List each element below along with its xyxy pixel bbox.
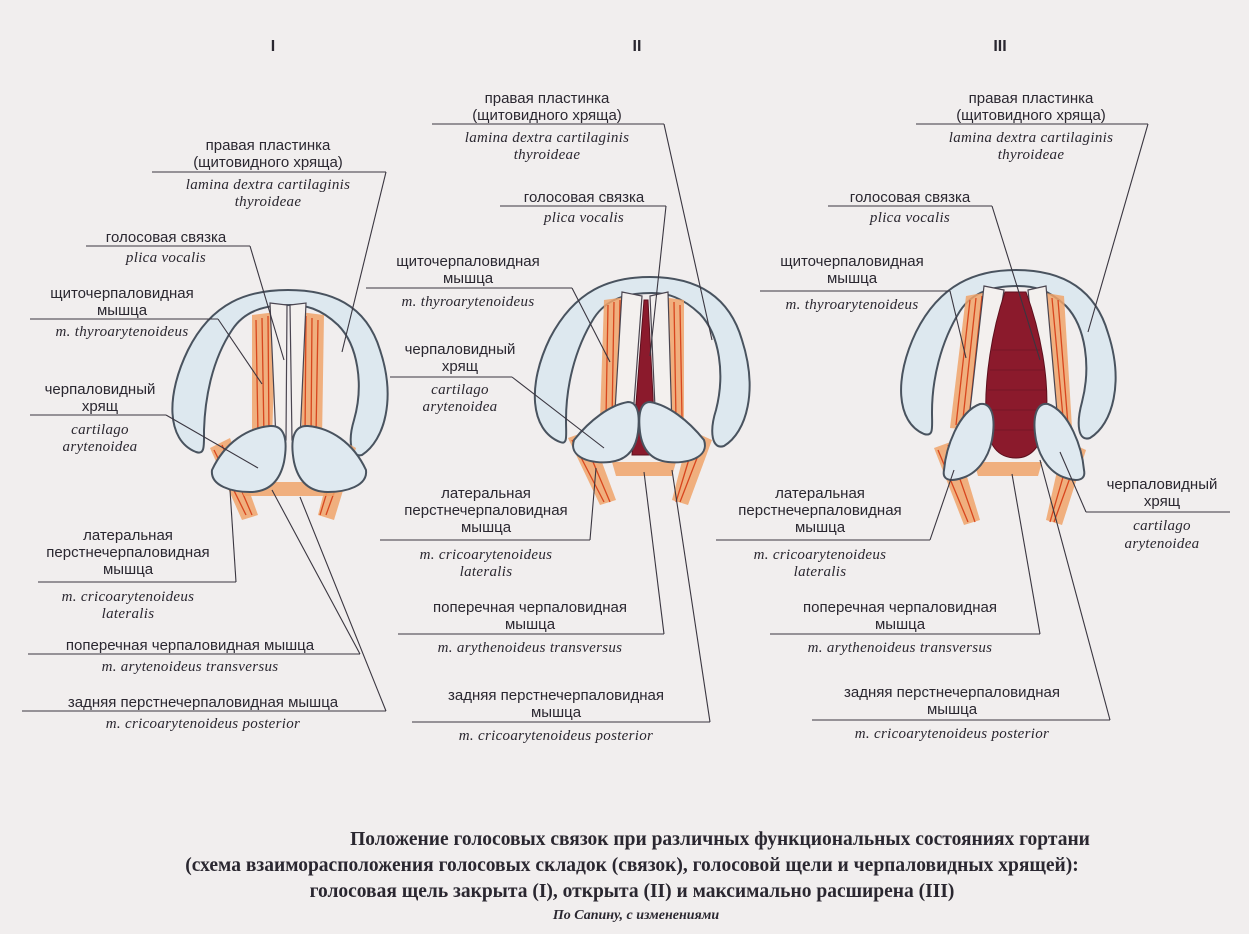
label-lamina-la: thyroideae bbox=[514, 147, 581, 163]
label-aryt-la: arytenoidea bbox=[1125, 536, 1200, 552]
labels-panel-i: правая пластинка (щитовидного хряща) lam… bbox=[22, 137, 387, 732]
label-lateral-la: lateralis bbox=[460, 564, 513, 580]
label-lamina-ru: правая пластинка bbox=[969, 90, 1094, 107]
label-aryt-la: arytenoidea bbox=[63, 439, 138, 455]
label-transverse-ru: поперечная черпаловидная bbox=[433, 599, 627, 616]
label-lateral-ru: латеральная bbox=[775, 485, 865, 502]
label-aryt-ru: черпаловидный bbox=[1107, 476, 1218, 493]
label-aryt-ru: черпаловидный bbox=[45, 381, 156, 398]
label-lateral-la: m. cricoarytenoideus bbox=[62, 589, 195, 605]
caption-line-2: (схема взаиморасположения голосовых скла… bbox=[185, 855, 1078, 876]
larynx-illustration-iii bbox=[900, 268, 1117, 525]
label-vocal-ru: голосовая связка bbox=[106, 229, 227, 246]
label-thyro-la: m. thyroarytenoideus bbox=[56, 324, 189, 340]
label-lamina-la: lamina dextra cartilaginis bbox=[186, 177, 350, 193]
label-lamina-ru: правая пластинка bbox=[206, 137, 331, 154]
label-aryt-la: cartilago bbox=[71, 422, 129, 438]
label-aryt-la: cartilago bbox=[1133, 518, 1191, 534]
label-lateral-ru: перстнечерпаловидная bbox=[738, 502, 901, 519]
labels-panel-iii: правая пластинка (щитовидного хряща) lam… bbox=[716, 90, 1230, 742]
label-lateral-ru: латеральная bbox=[83, 527, 173, 544]
label-posterior-ru: задняя перстнечерпаловидная мышца bbox=[68, 694, 339, 711]
label-transverse-la: m. arytenoideus transversus bbox=[102, 659, 279, 675]
label-vocal-ru: голосовая связка bbox=[524, 189, 645, 206]
label-aryt-la: cartilago bbox=[431, 382, 489, 398]
label-transverse-ru: поперечная черпаловидная мышца bbox=[66, 637, 315, 654]
label-transverse-ru: поперечная черпаловидная bbox=[803, 599, 997, 616]
label-aryt-ru: хрящ bbox=[442, 358, 478, 375]
label-thyro-ru: щиточерпаловидная bbox=[780, 253, 924, 270]
label-lamina-ru: правая пластинка bbox=[485, 90, 610, 107]
label-posterior-ru: задняя перстнечерпаловидная bbox=[844, 684, 1060, 701]
label-lamina-ru: (щитовидного хряща) bbox=[956, 107, 1106, 124]
caption-credit: По Сапину, с изменениями bbox=[552, 908, 719, 923]
label-vocal-la: plica vocalis bbox=[869, 210, 950, 226]
label-posterior-ru: мышца bbox=[927, 701, 978, 718]
label-aryt-ru: хрящ bbox=[82, 398, 118, 415]
label-thyro-ru: мышца bbox=[97, 302, 148, 319]
larynx-illustration-i bbox=[171, 288, 389, 520]
label-lamina-la: thyroideae bbox=[998, 147, 1065, 163]
label-lamina-la: thyroideae bbox=[235, 194, 302, 210]
label-thyro-ru: щиточерпаловидная bbox=[396, 253, 540, 270]
label-lamina-la: lamina dextra cartilaginis bbox=[949, 130, 1113, 146]
label-vocal-la: plica vocalis bbox=[125, 250, 206, 266]
label-aryt-ru: черпаловидный bbox=[405, 341, 516, 358]
label-lateral-la: m. cricoarytenoideus bbox=[420, 547, 553, 563]
label-posterior-ru: мышца bbox=[531, 704, 582, 721]
label-lateral-la: lateralis bbox=[794, 564, 847, 580]
label-posterior-la: m. cricoarytenoideus posterior bbox=[459, 728, 653, 744]
label-thyro-ru: щиточерпаловидная bbox=[50, 285, 194, 302]
label-lamina-la: lamina dextra cartilaginis bbox=[465, 130, 629, 146]
label-thyro-la: m. thyroarytenoideus bbox=[402, 294, 535, 310]
label-thyro-ru: мышца bbox=[827, 270, 878, 287]
label-lateral-ru: мышца bbox=[795, 519, 846, 536]
label-transverse-la: m. arythenoideus transversus bbox=[808, 640, 993, 656]
label-transverse-ru: мышца bbox=[875, 616, 926, 633]
caption-line-3: голосовая щель закрыта (I), открыта (II)… bbox=[310, 881, 955, 902]
larynx-illustration-ii bbox=[533, 275, 751, 505]
caption-line-1: Положение голосовых связок при различных… bbox=[350, 829, 1090, 850]
label-transverse-ru: мышца bbox=[505, 616, 556, 633]
header-iii: III bbox=[993, 38, 1006, 55]
label-vocal-la: plica vocalis bbox=[543, 210, 624, 226]
label-lateral-la: lateralis bbox=[102, 606, 155, 622]
label-posterior-la: m. cricoarytenoideus posterior bbox=[855, 726, 1049, 742]
label-lateral-ru: латеральная bbox=[441, 485, 531, 502]
label-thyro-la: m. thyroarytenoideus bbox=[786, 297, 919, 313]
label-transverse-la: m. arythenoideus transversus bbox=[438, 640, 623, 656]
labels-panel-ii: правая пластинка (щитовидного хряща) lam… bbox=[366, 90, 713, 744]
label-lateral-ru: мышца bbox=[461, 519, 512, 536]
label-posterior-ru: задняя перстнечерпаловидная bbox=[448, 687, 664, 704]
label-aryt-ru: хрящ bbox=[1144, 493, 1180, 510]
label-thyro-ru: мышца bbox=[443, 270, 494, 287]
header-i: I bbox=[271, 38, 275, 55]
label-lateral-ru: перстнечерпаловидная bbox=[46, 544, 209, 561]
label-lateral-ru: перстнечерпаловидная bbox=[404, 502, 567, 519]
label-posterior-la: m. cricoarytenoideus posterior bbox=[106, 716, 300, 732]
label-lamina-ru: (щитовидного хряща) bbox=[193, 154, 343, 171]
label-lamina-ru: (щитовидного хряща) bbox=[472, 107, 622, 124]
label-lateral-ru: мышца bbox=[103, 561, 154, 578]
label-aryt-la: arytenoidea bbox=[423, 399, 498, 415]
label-vocal-ru: голосовая связка bbox=[850, 189, 971, 206]
header-ii: II bbox=[633, 38, 642, 55]
label-lateral-la: m. cricoarytenoideus bbox=[754, 547, 887, 563]
